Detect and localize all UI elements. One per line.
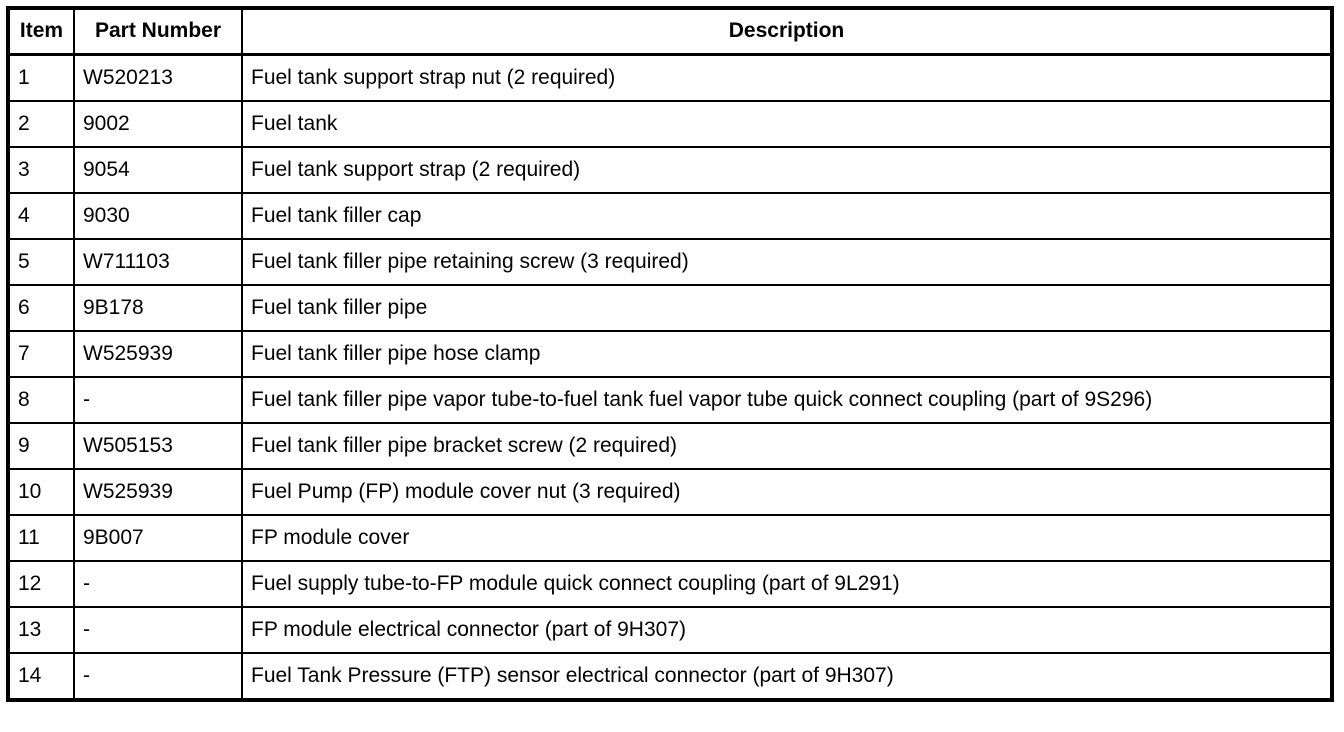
cell-part-number: W505153 (73, 422, 243, 470)
cell-description: Fuel tank support strap nut (2 required) (241, 53, 1332, 102)
column-header-part-number: Part Number (73, 8, 243, 56)
cell-part-number: - (73, 376, 243, 424)
cell-description: Fuel Tank Pressure (FTP) sensor electric… (241, 652, 1332, 700)
cell-item: 10 (8, 468, 75, 516)
table-row: 8-Fuel tank filler pipe vapor tube-to-fu… (8, 376, 1332, 424)
table-row: 13-FP module electrical connector (part … (8, 606, 1332, 654)
cell-description: Fuel tank filler pipe (241, 284, 1332, 332)
cell-item: 4 (8, 192, 75, 240)
cell-description: Fuel Pump (FP) module cover nut (3 requi… (241, 468, 1332, 516)
cell-item: 2 (8, 100, 75, 148)
column-header-item: Item (8, 8, 75, 56)
cell-item: 13 (8, 606, 75, 654)
cell-description: Fuel tank filler pipe hose clamp (241, 330, 1332, 378)
cell-item: 5 (8, 238, 75, 286)
cell-part-number: 9054 (73, 146, 243, 194)
cell-item: 9 (8, 422, 75, 470)
cell-part-number: W711103 (73, 238, 243, 286)
cell-description: Fuel tank support strap (2 required) (241, 146, 1332, 194)
cell-description: FP module electrical connector (part of … (241, 606, 1332, 654)
cell-description: Fuel tank filler pipe retaining screw (3… (241, 238, 1332, 286)
cell-part-number: - (73, 606, 243, 654)
cell-item: 6 (8, 284, 75, 332)
column-header-description: Description (241, 8, 1332, 56)
cell-part-number: 9B007 (73, 514, 243, 562)
cell-item: 3 (8, 146, 75, 194)
cell-description: Fuel tank (241, 100, 1332, 148)
cell-item: 12 (8, 560, 75, 608)
cell-part-number: W525939 (73, 330, 243, 378)
table-row: 14-Fuel Tank Pressure (FTP) sensor elect… (8, 652, 1332, 700)
cell-part-number: 9B178 (73, 284, 243, 332)
cell-item: 7 (8, 330, 75, 378)
cell-item: 1 (8, 53, 75, 102)
table-row: 12-Fuel supply tube-to-FP module quick c… (8, 560, 1332, 608)
cell-item: 11 (8, 514, 75, 562)
cell-part-number: 9002 (73, 100, 243, 148)
table-header: Item Part Number Description (8, 8, 1332, 56)
cell-part-number: 9030 (73, 192, 243, 240)
cell-part-number: - (73, 652, 243, 700)
cell-item: 8 (8, 376, 75, 424)
cell-description: FP module cover (241, 514, 1332, 562)
table-header-row: Item Part Number Description (8, 8, 1332, 56)
cell-description: Fuel tank filler pipe vapor tube-to-fuel… (241, 376, 1332, 424)
cell-description: Fuel supply tube-to-FP module quick conn… (241, 560, 1332, 608)
cell-description: Fuel tank filler pipe bracket screw (2 r… (241, 422, 1332, 470)
cell-part-number: W520213 (73, 53, 243, 102)
cell-item: 14 (8, 652, 75, 700)
cell-description: Fuel tank filler cap (241, 192, 1332, 240)
cell-part-number: - (73, 560, 243, 608)
cell-part-number: W525939 (73, 468, 243, 516)
